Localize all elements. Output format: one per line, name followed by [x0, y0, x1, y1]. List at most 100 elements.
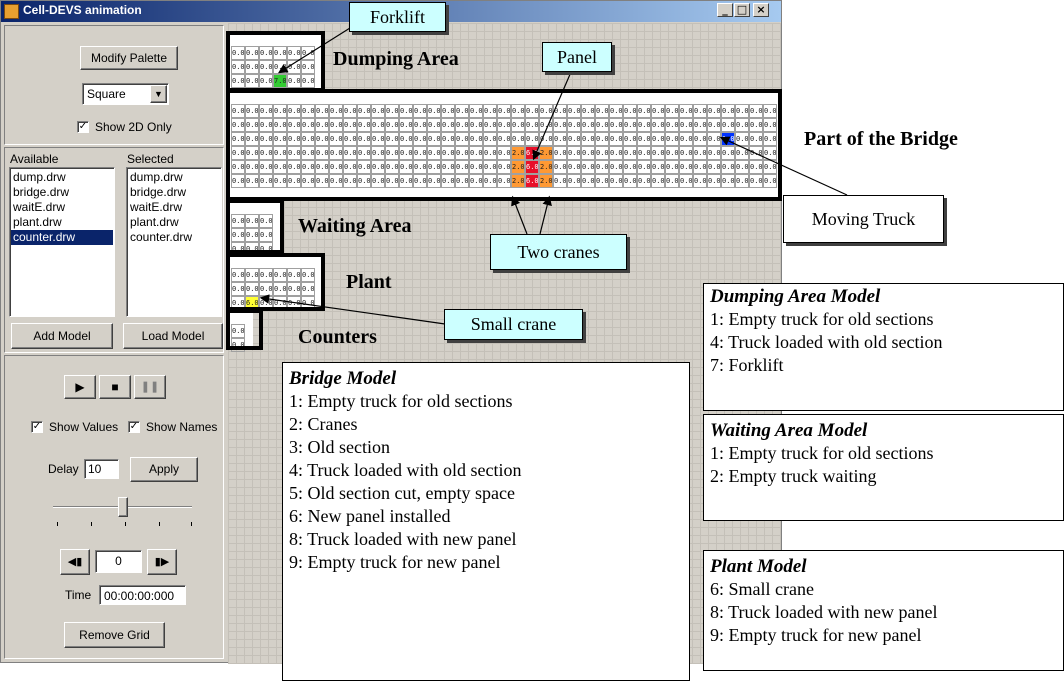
delay-slider-thumb[interactable] — [117, 497, 128, 517]
grid-cell: 0.0 — [427, 104, 441, 118]
list-item[interactable]: plant.drw — [130, 215, 179, 229]
moving-truck-callout: Moving Truck — [783, 195, 944, 243]
show-names-checkbox[interactable]: ✓ — [128, 421, 140, 433]
list-item[interactable]: bridge.drw — [13, 185, 70, 199]
apply-button[interactable]: Apply — [130, 457, 198, 482]
grid-cell: 0.0 — [329, 146, 343, 160]
selected-list[interactable]: dump.drw bridge.drw waitE.drw plant.drw … — [126, 167, 222, 317]
grid-cell: 0.0 — [427, 160, 441, 174]
grid-cell: 0.0 — [329, 160, 343, 174]
grid-cell: 0.0 — [245, 60, 259, 74]
dumping-area-label: Dumping Area — [333, 48, 459, 70]
grid-cell: 0.0 — [413, 174, 427, 188]
remove-grid-button[interactable]: Remove Grid — [64, 622, 165, 648]
grid-cell: 0.0 — [735, 104, 749, 118]
grid-cell: 0.0 — [483, 118, 497, 132]
grid-cell: 0.0 — [357, 104, 371, 118]
grid-cell: 0.0 — [231, 118, 245, 132]
grid-cell: 0.0 — [693, 118, 707, 132]
list-item[interactable]: plant.drw — [13, 215, 62, 229]
grid-cell: 0.0 — [693, 160, 707, 174]
grid-cell: 0.0 — [581, 174, 595, 188]
grid-cell: 0.0 — [273, 268, 287, 282]
show-2d-only-label: Show 2D Only — [95, 120, 172, 134]
grid-cell: 0.0 — [245, 228, 259, 242]
grid-cell: 0.0 — [245, 174, 259, 188]
show-2d-only-checkbox[interactable]: ✓ — [77, 121, 89, 133]
delay-label: Delay — [48, 462, 79, 476]
maximize-button[interactable]: □ — [734, 3, 750, 17]
grid-cell: 0.0 — [231, 146, 245, 160]
list-item[interactable]: bridge.drw — [130, 185, 187, 199]
pause-icon[interactable]: ❚❚ — [134, 375, 166, 399]
list-item[interactable]: dump.drw — [130, 170, 183, 184]
grid-cell: 0.0 — [469, 132, 483, 146]
grid-cell: 0.0 — [343, 146, 357, 160]
grid-cell: 0.0 — [357, 174, 371, 188]
add-model-button[interactable]: Add Model — [11, 323, 113, 349]
forklift-callout: Forklift — [349, 2, 446, 32]
grid-cell: 0.0 — [749, 132, 763, 146]
frame-input[interactable]: 0 — [95, 550, 142, 573]
grid-cell: 0.0 — [679, 174, 693, 188]
grid-cell: 0.0 — [623, 174, 637, 188]
grid-cell: 0.0 — [427, 174, 441, 188]
grid-cell: 0.0 — [441, 174, 455, 188]
grid-cell: 0.0 — [301, 174, 315, 188]
close-button[interactable]: × — [753, 3, 769, 17]
grid-cell: 0.0 — [287, 160, 301, 174]
grid-cell: 7.0 — [273, 74, 287, 88]
grid-cell: 0.0 — [567, 174, 581, 188]
waiting-area-model-legend: Waiting Area Model 1: Empty truck for ol… — [703, 414, 1064, 521]
available-list[interactable]: dump.drw bridge.drw waitE.drw plant.drw … — [9, 167, 115, 317]
grid-cell: 0.0 — [763, 174, 777, 188]
grid-cell: 0.0 — [357, 146, 371, 160]
minimize-button[interactable]: _ — [717, 3, 733, 17]
grid-cell: 0.0 — [693, 104, 707, 118]
grid-cell: 0.0 — [273, 160, 287, 174]
waiting-legend-title: Waiting Area Model — [710, 420, 868, 441]
list-item[interactable]: waitE.drw — [13, 200, 66, 214]
selected-label: Selected — [127, 152, 174, 166]
waiting-area-label: Waiting Area — [298, 215, 412, 237]
grid-cell: 0.0 — [455, 146, 469, 160]
modify-palette-button[interactable]: Modify Palette — [80, 46, 178, 70]
show-values-checkbox[interactable]: ✓ — [31, 421, 43, 433]
grid-cell: 0.0 — [413, 132, 427, 146]
legend-item: 1: Empty truck for old sections — [710, 309, 934, 329]
step-back-icon[interactable]: ◀▮ — [60, 549, 90, 575]
grid-cell: 0.0 — [301, 132, 315, 146]
time-input[interactable]: 00:00:00:000 — [99, 585, 186, 605]
grid-cell: 0.0 — [637, 146, 651, 160]
list-item[interactable]: dump.drw — [13, 170, 66, 184]
grid-cell: 0.0 — [581, 104, 595, 118]
grid-cell: 0.0 — [427, 132, 441, 146]
grid-cell: 0.0 — [721, 174, 735, 188]
list-item[interactable]: counter.drw — [130, 230, 193, 244]
grid-cell: 0.0 — [245, 214, 259, 228]
plant-legend-title: Plant Model — [710, 556, 807, 577]
list-item[interactable]: waitE.drw — [130, 200, 183, 214]
grid-cell: 0.0 — [735, 160, 749, 174]
grid-cell: 0.0 — [567, 118, 581, 132]
grid-cell: 0.0 — [567, 146, 581, 160]
grid-cell: 0.0 — [511, 118, 525, 132]
load-model-button[interactable]: Load Model — [123, 323, 223, 349]
grid-cell: 0.0 — [735, 174, 749, 188]
grid-cell: 0.0 — [609, 118, 623, 132]
play-icon[interactable]: ▶ — [64, 375, 96, 399]
grid-cell: 0.0 — [497, 146, 511, 160]
grid-cell: 0.0 — [231, 104, 245, 118]
grid-cell: 0.0 — [357, 132, 371, 146]
delay-input[interactable]: 10 — [84, 459, 119, 479]
stop-icon[interactable]: ■ — [99, 375, 131, 399]
step-forward-icon[interactable]: ▮▶ — [147, 549, 177, 575]
grid-cell: 0.0 — [287, 104, 301, 118]
list-item-selected[interactable]: counter.drw — [11, 230, 113, 245]
legend-item: 9: Empty truck for new panel — [289, 552, 501, 572]
shape-select[interactable]: Square ▼ — [82, 83, 169, 105]
grid-cell: 2.0 — [539, 174, 553, 188]
chevron-down-icon[interactable]: ▼ — [150, 85, 167, 103]
grid-cell: 0.0 — [595, 146, 609, 160]
